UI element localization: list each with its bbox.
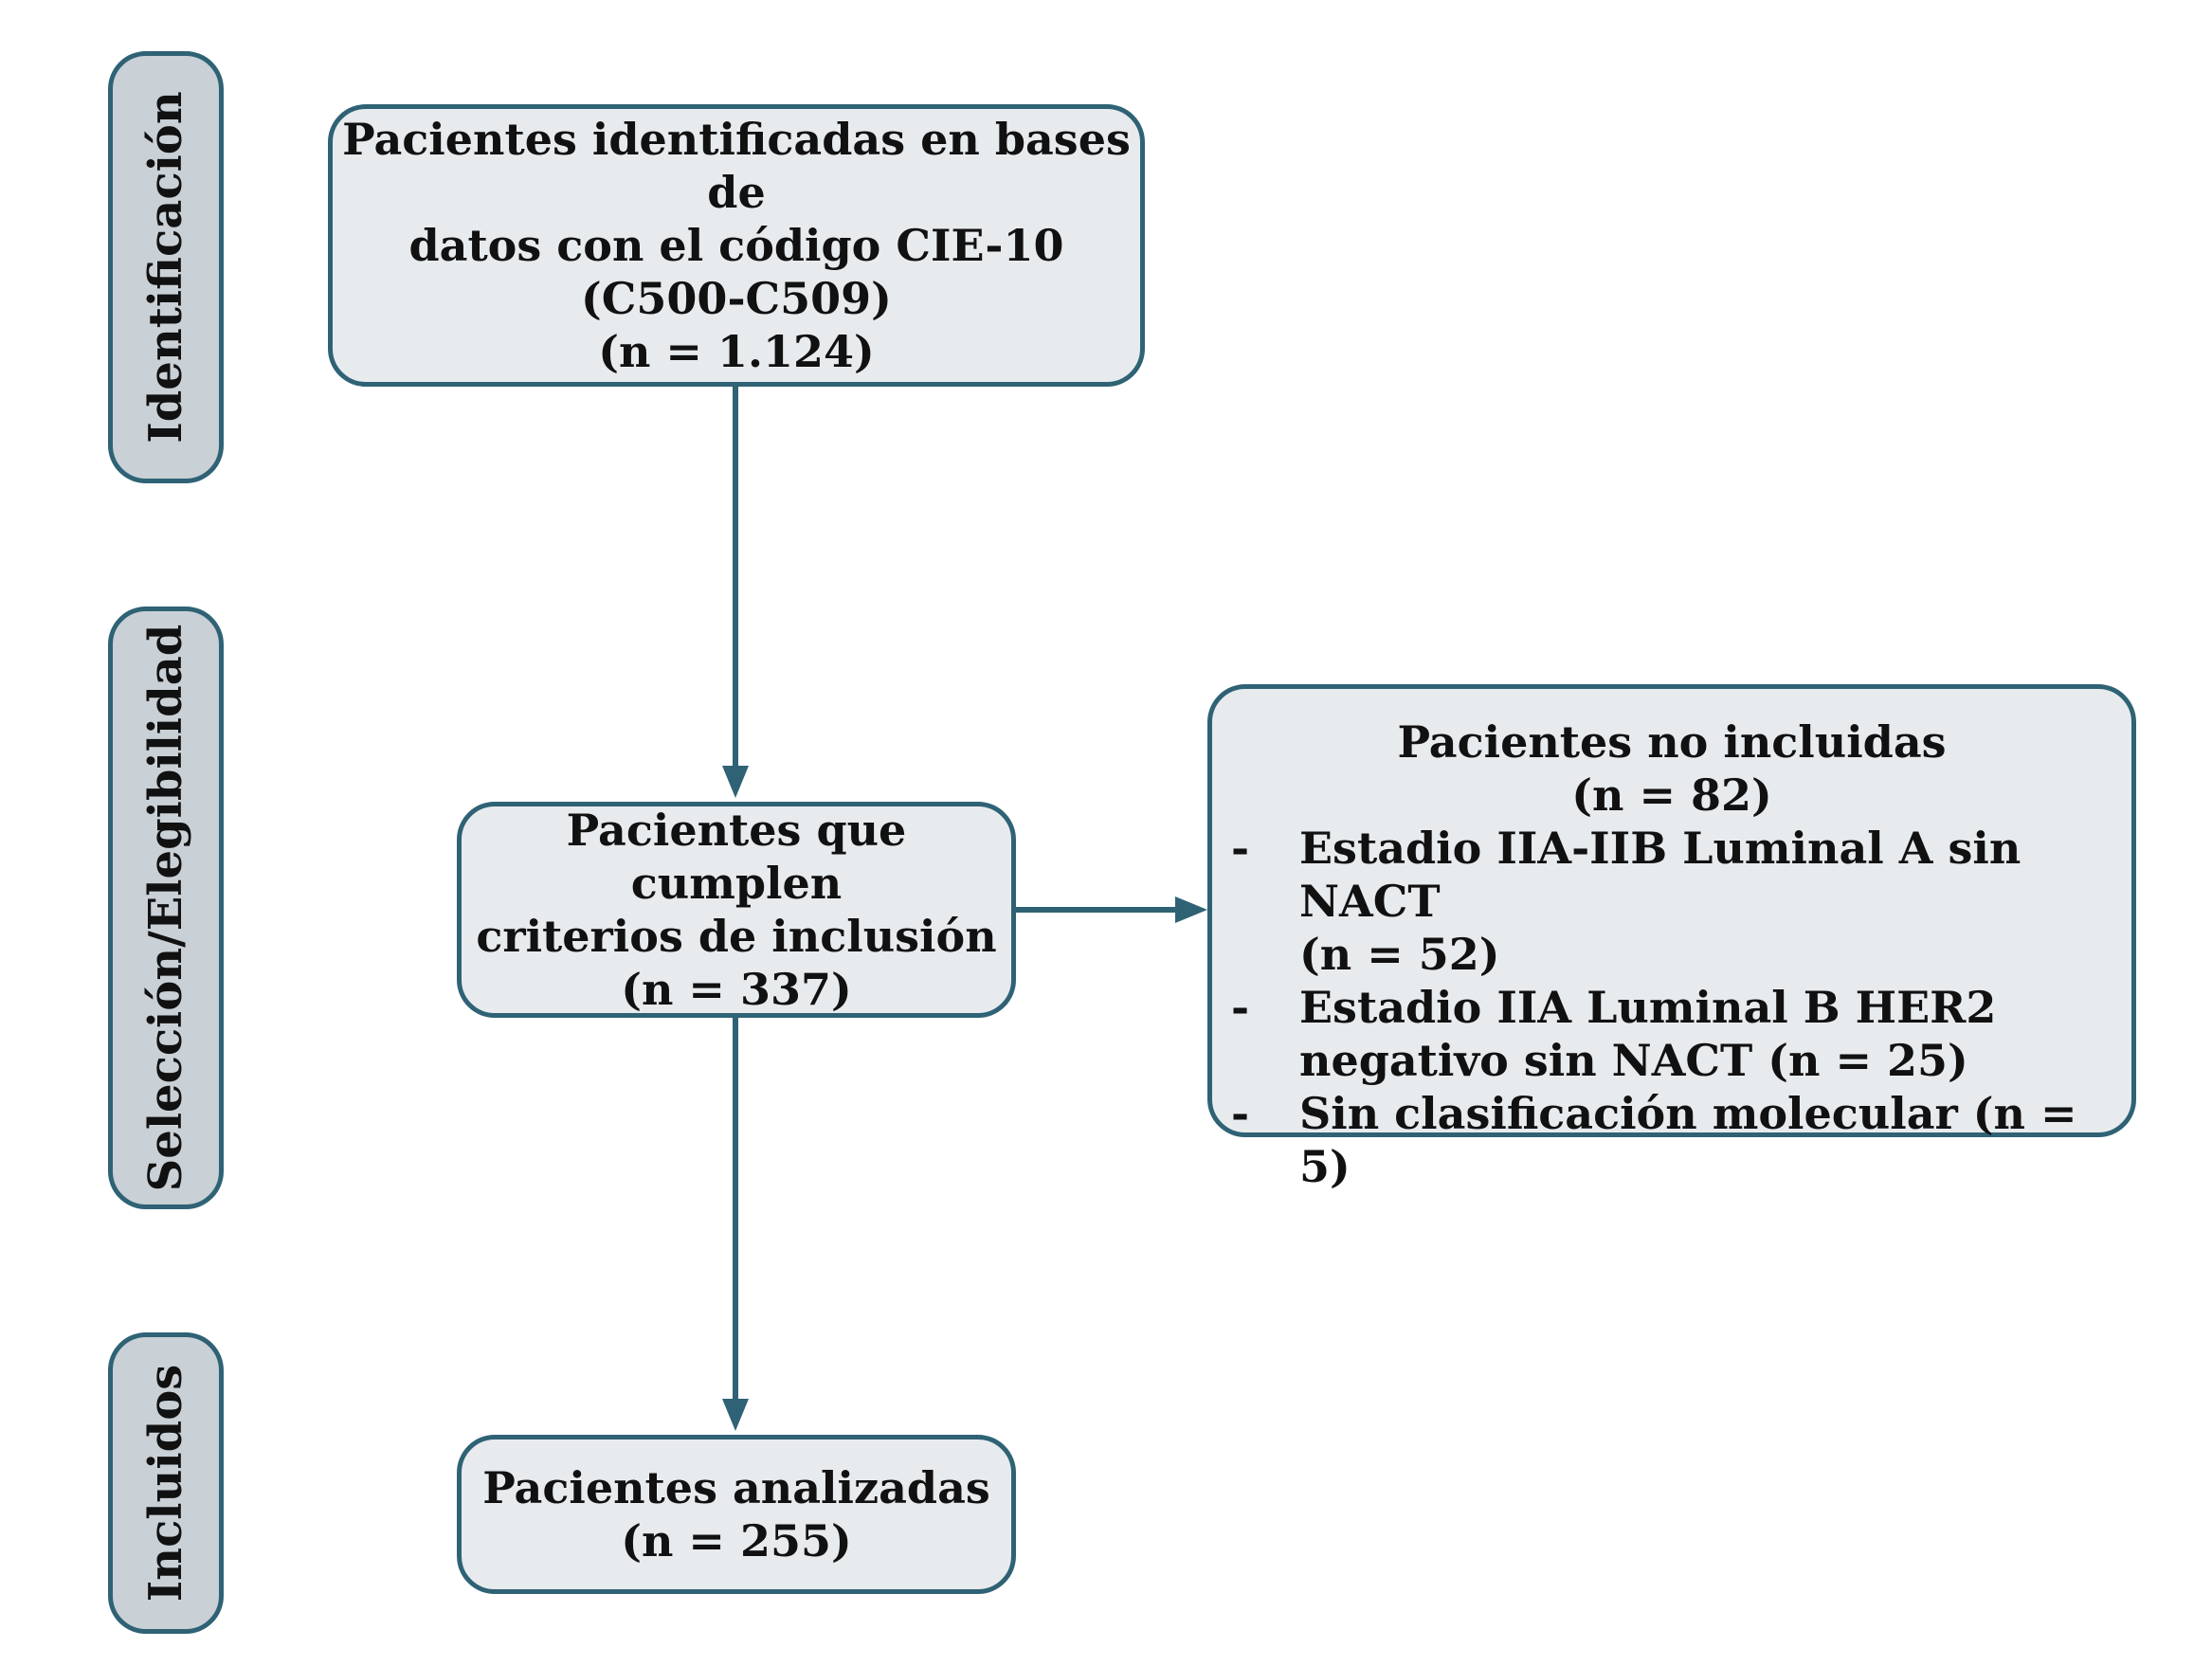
list-dash: - [1231,982,1250,1033]
analyzed-box: Pacientes analizadas (n = 255) [457,1435,1016,1594]
criteria-line-2: criterios de inclusión [476,911,997,962]
criteria-line-1: Pacientes que cumplen [566,805,907,909]
excluded-item-text: Estadio IIA-IIB Luminal A sin NACT (n = … [1299,822,2112,981]
excluded-item-2-line-2: negativo sin NACT (n = 25) [1299,1035,1968,1086]
excluded-item: - Sin clasificación molecular (n = 5) [1231,1087,2112,1193]
excluded-item-2-line-1: Estadio IIA Luminal B HER2 [1299,982,1997,1033]
identified-line-3: (C500-C509) [581,273,892,324]
excluded-item: - Estadio IIA-IIB Luminal A sin NACT (n … [1231,822,2112,981]
excluded-title: Pacientes no incluidas [1397,716,1947,768]
list-dash: - [1231,1088,1250,1139]
excluded-item-text: Sin clasificación molecular (n = 5) [1299,1087,2112,1193]
phase-selection: Selección/Elegibilidad [108,607,224,1209]
analyzed-line-1: Pacientes analizadas [482,1462,990,1513]
excluded-item-text: Estadio IIA Luminal B HER2 negativo sin … [1299,981,2112,1087]
identified-line-1: Pacientes identificadas en bases de [342,114,1131,218]
excluded-item-3-line-1: Sin clasificación molecular (n = 5) [1299,1088,2077,1192]
identified-line-4: (n = 1.124) [598,326,875,377]
identified-line-2: datos con el código CIE-10 [408,220,1064,271]
analyzed-line-2: (n = 255) [621,1515,852,1566]
excluded-count: (n = 82) [1571,770,1772,821]
excluded-item-1-line-2: (n = 52) [1299,929,1500,980]
list-dash: - [1231,823,1250,874]
excluded-item: - Estadio IIA Luminal B HER2 negativo si… [1231,981,2112,1087]
excluded-item-1-line-1: Estadio IIA-IIB Luminal A sin NACT [1299,823,2022,927]
excluded-list: - Estadio IIA-IIB Luminal A sin NACT (n … [1212,822,2131,1193]
criteria-line-3: (n = 337) [621,964,852,1015]
phase-included: Incluidos [108,1332,224,1634]
arrowhead-analyzed [722,1399,749,1431]
phase-identification: Identificación [108,51,224,483]
criteria-box: Pacientes que cumplen criterios de inclu… [457,802,1016,1018]
excluded-box: Pacientes no incluidas (n = 82) - Estadi… [1207,684,2136,1192]
arrowhead-criteria [722,766,749,798]
arrowhead-excluded [1175,896,1207,923]
identified-box: Pacientes identificadas en bases de dato… [328,104,1145,387]
